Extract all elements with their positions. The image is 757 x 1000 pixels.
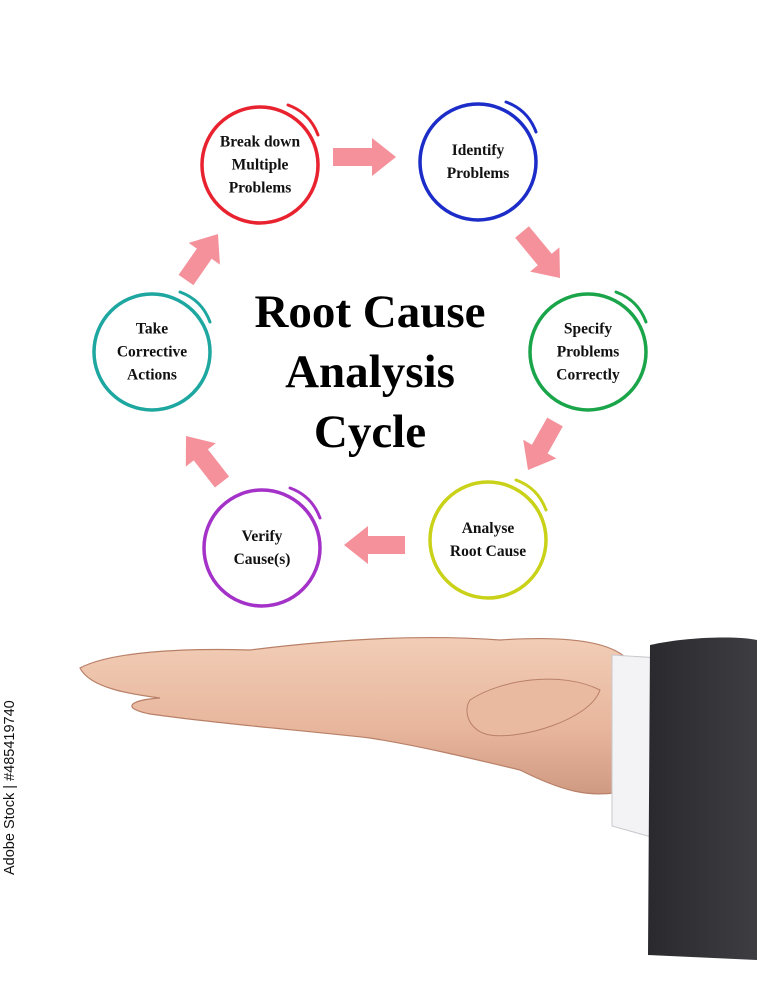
hand-palm-shape — [79, 637, 631, 795]
title-line-2: Analysis — [285, 346, 455, 398]
step-circle-flourish-5 — [288, 486, 322, 520]
cycle-arrow-5 — [185, 436, 230, 488]
title-line-3: Cycle — [313, 406, 427, 458]
step-label-line: Analyse — [461, 520, 515, 537]
step-circle-flourish-6 — [178, 290, 212, 324]
stock-watermark: Adobe Stock | #485419740 — [2, 700, 18, 875]
step-circle-flourish-1 — [286, 103, 320, 137]
step-circle-3 — [528, 292, 648, 412]
step-label-line: Problems — [228, 179, 292, 197]
cycle-arrow-1 — [333, 138, 396, 176]
hand-thumb-shape — [466, 678, 601, 737]
step-label-line: Problems — [556, 343, 620, 361]
suit-sleeve-shape — [648, 637, 757, 960]
step-label-line: Root Cause — [449, 543, 527, 560]
step-circle-2 — [418, 102, 538, 222]
step-label-line: Identify — [451, 142, 505, 159]
step-label-line: Correctly — [556, 366, 620, 384]
step-label-line: Take — [135, 320, 169, 338]
watermark-id: #485419740 — [2, 700, 18, 781]
watermark-separator: | — [2, 784, 18, 789]
watermark-brand: Adobe Stock — [2, 792, 18, 875]
cycle-circles — [92, 100, 648, 608]
step-circle-6 — [92, 292, 212, 412]
cycle-arrow-6 — [178, 234, 220, 286]
step-label-line: Verify — [241, 528, 283, 545]
step-label-line: Problems — [446, 165, 510, 182]
step-label-line: Multiple — [231, 156, 289, 174]
step-circle-4 — [428, 480, 548, 600]
step-circle-flourish-2 — [504, 100, 538, 134]
cycle-arrow-4 — [344, 526, 405, 564]
step-circle-flourish-3 — [614, 290, 648, 324]
step-label-line: Actions — [127, 366, 177, 384]
step-circle-1 — [200, 105, 320, 225]
cycle-arrow-3 — [523, 417, 563, 470]
step-label-line: Cause(s) — [233, 551, 291, 568]
step-label-line: Corrective — [116, 343, 188, 361]
cycle-arrows — [178, 138, 563, 564]
step-circle-5 — [202, 488, 322, 608]
step-circle-flourish-4 — [514, 478, 548, 512]
step-label-line: Specify — [563, 320, 613, 338]
diagram-title: Root Cause Analysis Cycle — [254, 282, 485, 462]
cycle-arrow-2 — [515, 226, 560, 278]
title-line-1: Root Cause — [254, 286, 486, 338]
step-label-line: Break down — [219, 133, 301, 151]
